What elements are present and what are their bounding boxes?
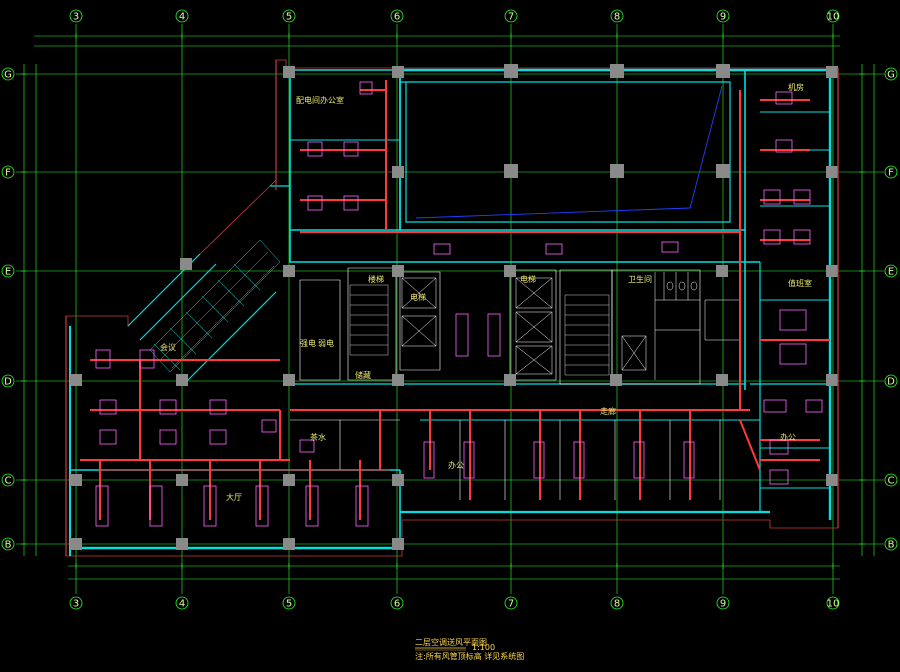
axis-bubbles-top: 3 4 5 6 7 8 9 10 [69, 9, 840, 23]
room-office-1: 办公 [448, 460, 464, 470]
dimension-ticks [21, 33, 865, 569]
axis-top-7: 7 [508, 12, 514, 23]
elevator-shafts [401, 277, 647, 375]
axis-bottom-7: 7 [508, 599, 514, 610]
toilet-partitions [654, 272, 741, 380]
building-walls [65, 59, 839, 557]
escalator [149, 239, 281, 373]
axis-bottom-3: 3 [73, 599, 79, 610]
axis-top-5: 5 [286, 12, 292, 23]
supply-ducts [80, 80, 830, 520]
room-toilet: 卫生间 [628, 274, 652, 284]
axis-bubbles-right: G F E D C B [884, 67, 898, 551]
axis-right-G: G [887, 70, 895, 81]
room-elevator-2: 电梯 [520, 274, 536, 284]
axis-bottom-8: 8 [614, 599, 620, 610]
title-block: 二层空调送风平面图 1:100 注:所有风管顶标高 详见系统图 [415, 637, 524, 661]
room-electric-1: 强电 [300, 338, 316, 348]
room-duty: 值班室 [788, 278, 812, 288]
drawing-title: 二层空调送风平面图 [415, 637, 487, 647]
axis-bubbles-left: G F E D C B [1, 67, 15, 551]
room-meeting: 会议 [160, 342, 176, 352]
room-corridor: 走廊 [600, 406, 616, 416]
axis-grid [16, 24, 884, 594]
fan-coil-units [95, 81, 823, 527]
axis-left-C: C [5, 476, 12, 487]
room-office-2: 办公 [780, 432, 796, 442]
axis-bubbles-bottom: 3 4 5 6 7 8 9 10 [69, 596, 840, 610]
axis-bottom-4: 4 [179, 599, 185, 610]
axis-left-F: F [5, 168, 11, 179]
room-machine: 机房 [788, 82, 804, 92]
structural-columns [70, 64, 838, 550]
room-electric-2: 弱电 [318, 338, 334, 348]
stairwells [349, 284, 610, 376]
axis-top-3: 3 [73, 12, 79, 23]
axis-left-B: B [5, 540, 12, 551]
axis-top-8: 8 [614, 12, 620, 23]
axis-right-D: D [887, 377, 895, 388]
room-elevator-1: 电梯 [410, 292, 426, 302]
axis-top-9: 9 [720, 12, 726, 23]
exterior-wall-segments [65, 60, 839, 556]
axis-top-10: 10 [827, 12, 840, 23]
room-office-top-left: 配电间办公室 [296, 95, 344, 105]
axis-left-G: G [4, 70, 12, 81]
room-storage: 储藏 [355, 370, 371, 380]
axis-bottom-6: 6 [394, 599, 400, 610]
axis-right-B: B [888, 540, 895, 551]
drawing-subtitle: 注:所有风管顶标高 详见系统图 [415, 651, 524, 661]
axis-left-E: E [5, 267, 11, 278]
room-hall: 大厅 [226, 492, 242, 502]
hall-diagonal-line [415, 85, 723, 219]
axis-top-4: 4 [179, 12, 185, 23]
axis-right-F: F [888, 168, 894, 179]
axis-bottom-10: 10 [827, 599, 840, 610]
axis-bottom-9: 9 [720, 599, 726, 610]
axis-right-C: C [888, 476, 895, 487]
drawing-scale: 1:100 [472, 643, 495, 652]
axis-right-E: E [888, 267, 894, 278]
room-pantry: 茶水 [310, 432, 326, 442]
room-labels: 配电间办公室 强电 弱电 楼梯 电梯 电梯 大厅 卫生间 储藏 茶水 机房 值班… [160, 82, 812, 502]
room-stair: 楼梯 [368, 274, 384, 284]
axis-left-D: D [4, 377, 12, 388]
axis-top-6: 6 [394, 12, 400, 23]
axis-bottom-5: 5 [286, 599, 292, 610]
